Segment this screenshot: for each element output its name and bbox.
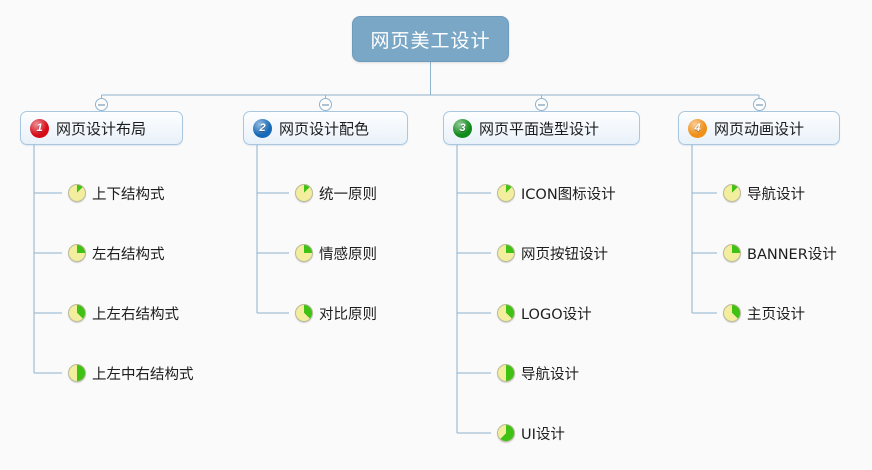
collapse-toggle-3[interactable] (535, 98, 548, 111)
branch-badge-2: 2 (253, 118, 272, 138)
leaf-item-label: LOGO设计 (521, 306, 592, 323)
leaf-item-label: BANNER设计 (747, 246, 837, 263)
collapse-toggle-2[interactable] (319, 98, 332, 111)
progress-pie-icon (68, 184, 86, 202)
progress-pie-icon (497, 304, 515, 322)
leaf-item-label: 对比原则 (319, 306, 377, 323)
leaf-item-label: ICON图标设计 (521, 186, 616, 203)
progress-pie-icon (723, 244, 741, 262)
branch-node-label: 网页设计布局 (56, 119, 147, 138)
branch-badge-4: 4 (688, 118, 707, 138)
leaf-item-label: UI设计 (521, 426, 565, 443)
progress-pie-icon (68, 304, 86, 322)
branch-node-label: 网页动画设计 (714, 119, 805, 138)
progress-pie-icon (723, 184, 741, 202)
leaf-item[interactable]: 对比原则 (295, 302, 377, 324)
leaf-item[interactable]: 上左中右结构式 (68, 362, 194, 384)
progress-pie-icon (497, 364, 515, 382)
leaf-item-label: 情感原则 (319, 246, 377, 263)
branch-node-label: 网页设计配色 (279, 119, 370, 138)
progress-pie-icon (497, 184, 515, 202)
progress-pie-icon (723, 304, 741, 322)
collapse-toggle-1[interactable] (95, 98, 108, 111)
progress-pie-icon (497, 424, 515, 442)
branch-node-label: 网页平面造型设计 (479, 119, 600, 138)
leaf-item-label: 主页设计 (747, 306, 805, 323)
progress-pie-icon (295, 244, 313, 262)
leaf-item-label: 导航设计 (747, 186, 805, 203)
branch-node-3[interactable]: 3 网页平面造型设计 (443, 111, 640, 145)
branch-badge-3: 3 (453, 118, 472, 138)
progress-pie-icon (497, 244, 515, 262)
leaf-item[interactable]: LOGO设计 (497, 302, 592, 324)
leaf-item[interactable]: 左右结构式 (68, 242, 165, 264)
leaf-item-label: 上下结构式 (92, 186, 165, 203)
progress-pie-icon (295, 304, 313, 322)
leaf-item[interactable]: 情感原则 (295, 242, 377, 264)
leaf-item[interactable]: 上下结构式 (68, 182, 165, 204)
collapse-toggle-4[interactable] (752, 98, 766, 111)
branch-node-1[interactable]: 1 网页设计布局 (20, 111, 183, 145)
leaf-item[interactable]: BANNER设计 (723, 242, 837, 264)
leaf-item-label: 统一原则 (319, 186, 377, 203)
leaf-item-label: 网页按钮设计 (521, 246, 608, 263)
leaf-item[interactable]: 网页按钮设计 (497, 242, 608, 264)
leaf-item-label: 左右结构式 (92, 246, 165, 263)
leaf-item-label: 上左右结构式 (92, 306, 179, 323)
leaf-item[interactable]: UI设计 (497, 422, 565, 444)
branch-node-2[interactable]: 2 网页设计配色 (243, 111, 408, 145)
leaf-item-label: 上左中右结构式 (92, 366, 194, 383)
leaf-item[interactable]: 导航设计 (497, 362, 579, 384)
leaf-item-label: 导航设计 (521, 366, 579, 383)
leaf-item[interactable]: 统一原则 (295, 182, 377, 204)
progress-pie-icon (68, 244, 86, 262)
root-node[interactable]: 网页美工设计 (352, 16, 509, 62)
branch-node-4[interactable]: 4 网页动画设计 (678, 111, 840, 145)
leaf-item[interactable]: ICON图标设计 (497, 182, 616, 204)
progress-pie-icon (68, 364, 86, 382)
leaf-item[interactable]: 主页设计 (723, 302, 805, 324)
branch-badge-1: 1 (30, 118, 49, 138)
leaf-item[interactable]: 导航设计 (723, 182, 805, 204)
leaf-item[interactable]: 上左右结构式 (68, 302, 179, 324)
progress-pie-icon (295, 184, 313, 202)
root-node-label: 网页美工设计 (370, 29, 491, 52)
